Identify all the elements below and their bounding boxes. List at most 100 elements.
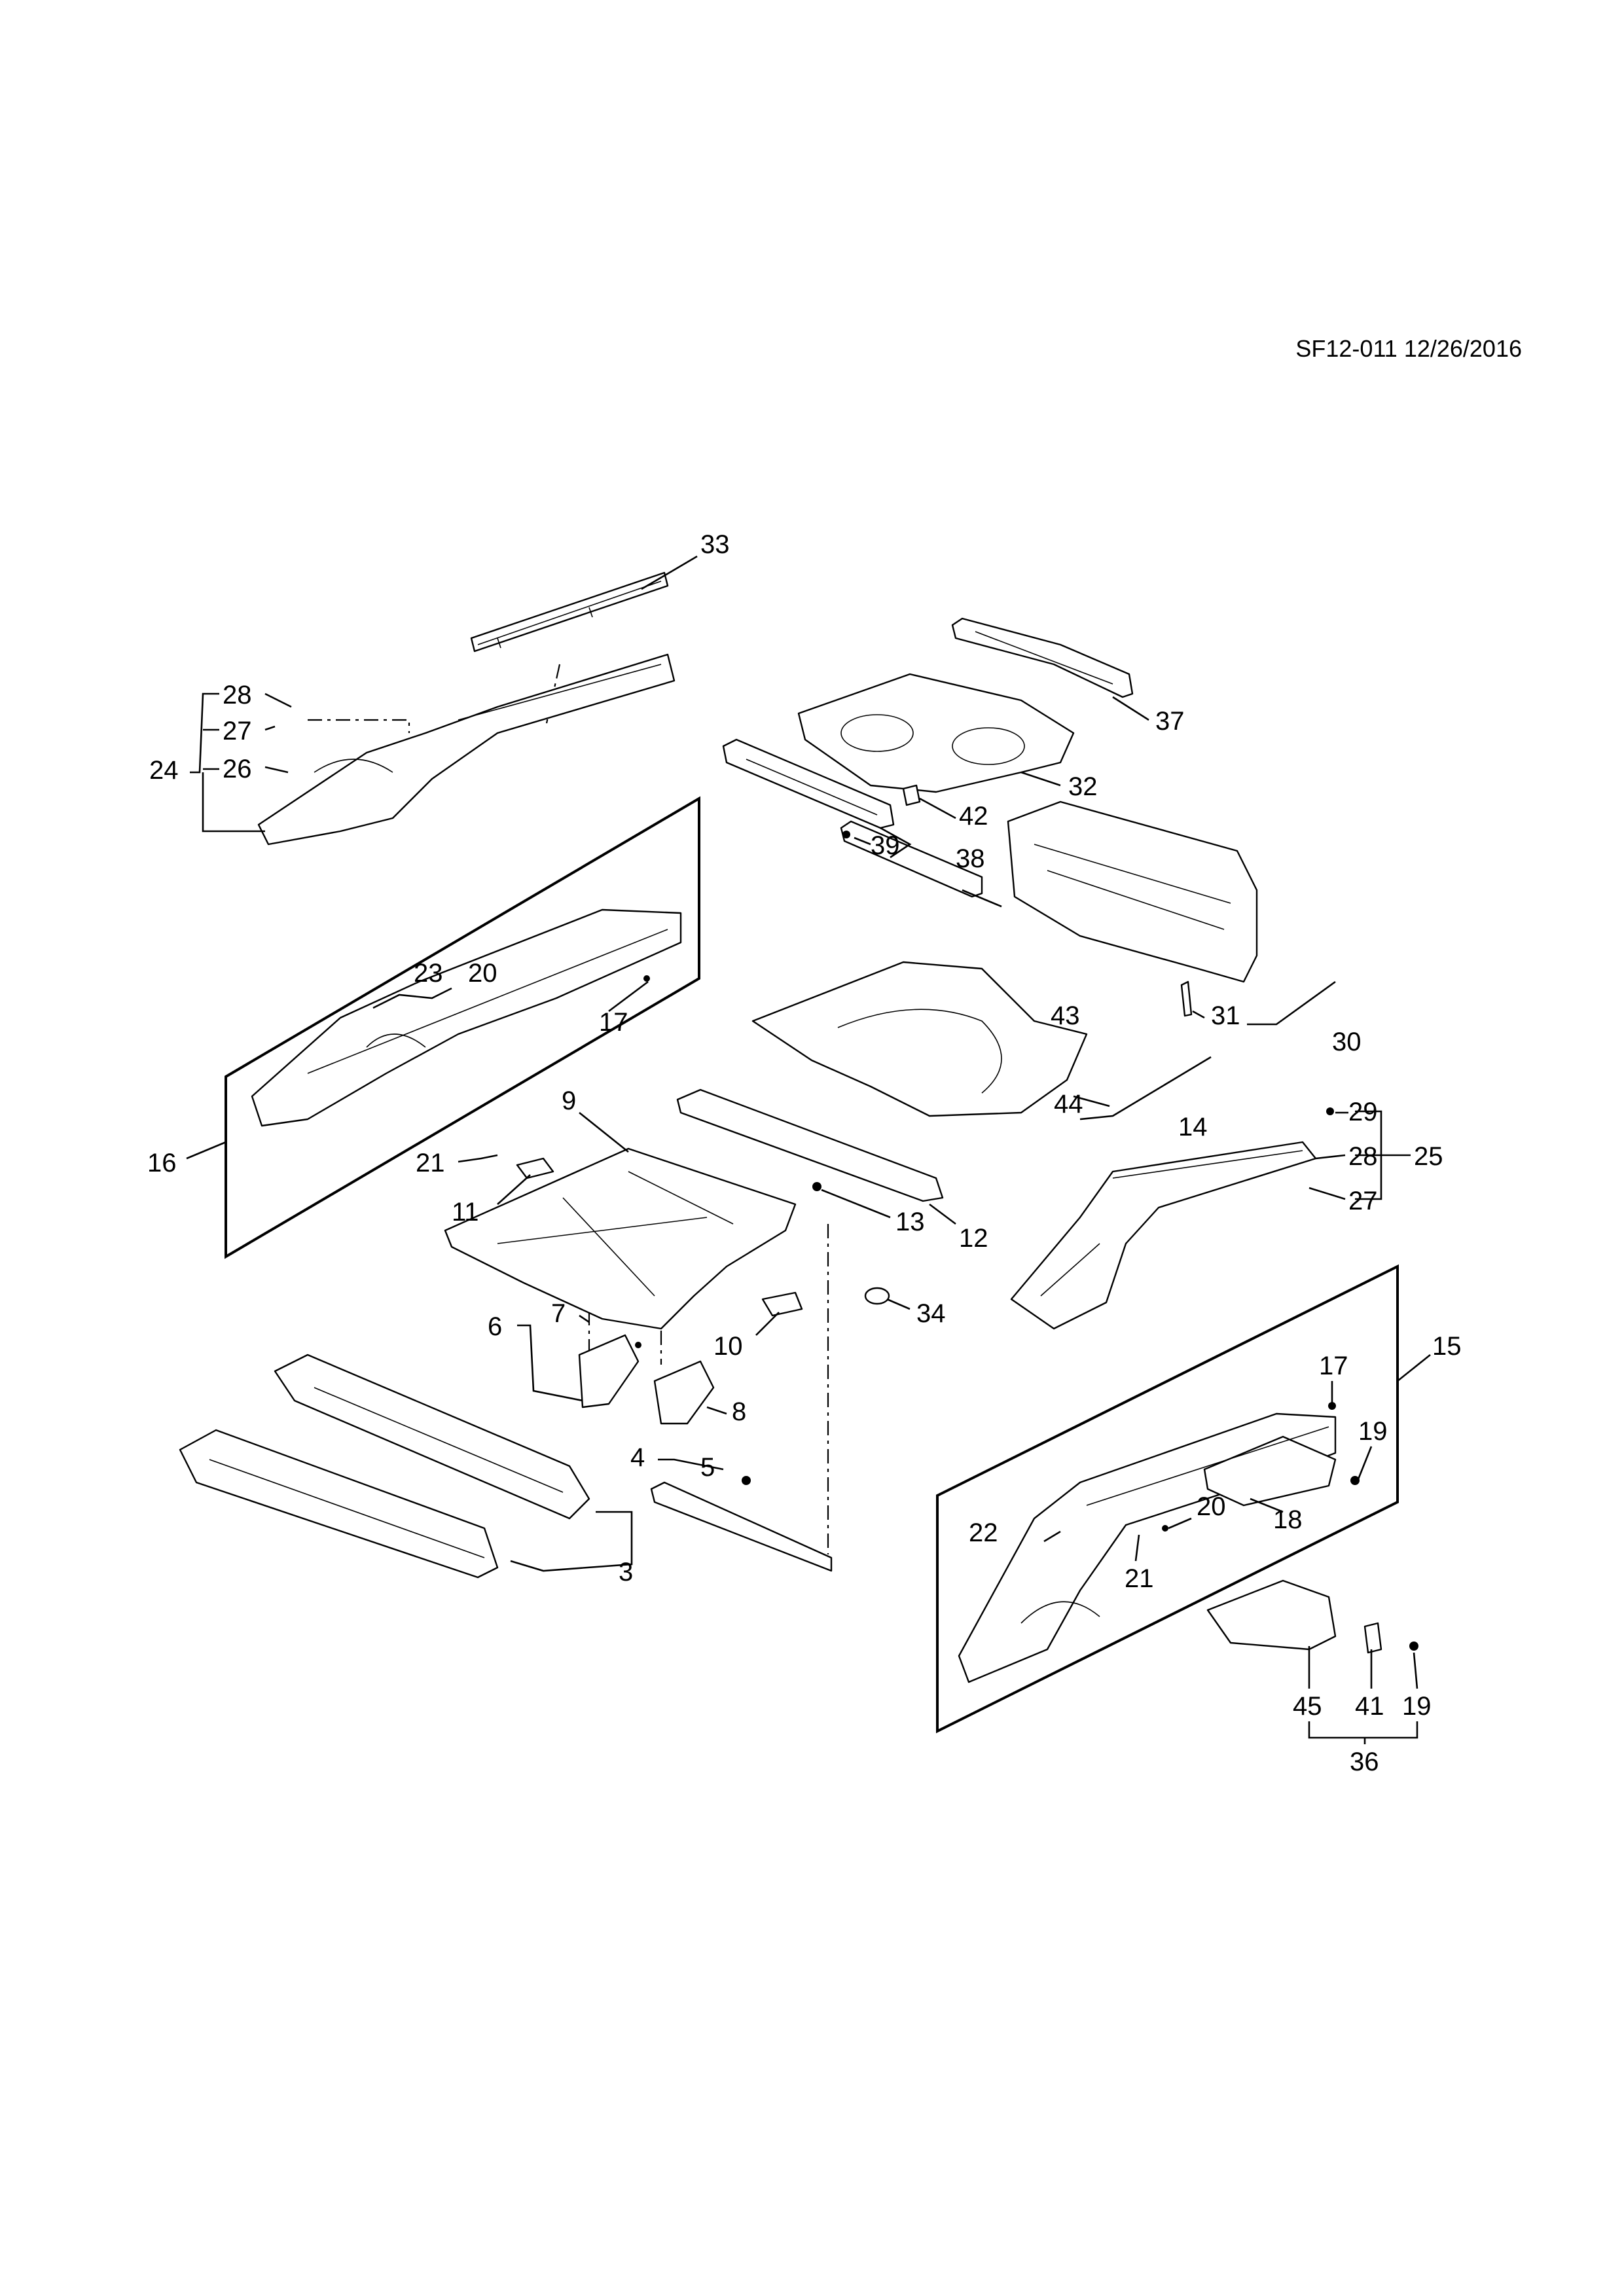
fastener-17a bbox=[643, 975, 650, 982]
leader-7 bbox=[579, 1314, 590, 1323]
leader-44 bbox=[1073, 1095, 1110, 1107]
fastener-39 bbox=[842, 831, 850, 838]
callout-17b: 17 bbox=[1319, 1352, 1348, 1380]
callout-16: 16 bbox=[147, 1149, 177, 1177]
leader-31 bbox=[1192, 1010, 1205, 1019]
part-33-rail bbox=[470, 571, 669, 653]
callout-27b: 27 bbox=[1348, 1187, 1378, 1215]
callout-7: 7 bbox=[551, 1299, 566, 1328]
callout-39: 39 bbox=[871, 831, 900, 860]
callout-14: 14 bbox=[1178, 1113, 1208, 1141]
callout-26: 26 bbox=[223, 755, 252, 783]
part-36-extension-assembly bbox=[1206, 1579, 1382, 1654]
callout-44: 44 bbox=[1054, 1090, 1083, 1119]
leader-26 bbox=[264, 766, 289, 774]
callout-31: 31 bbox=[1211, 1001, 1240, 1030]
part-43-crossmember bbox=[840, 820, 983, 898]
leader-30 bbox=[1247, 980, 1336, 1026]
fastener-29 bbox=[1326, 1107, 1334, 1115]
drawing-reference: SF12-011 12/26/2016 bbox=[1295, 335, 1522, 362]
leader-20b bbox=[1168, 1517, 1192, 1530]
callout-10: 10 bbox=[713, 1332, 743, 1361]
part-30-rear-panel bbox=[1007, 800, 1258, 983]
leader-42 bbox=[919, 797, 956, 819]
leader-39 bbox=[854, 836, 871, 846]
fastener-19a bbox=[1350, 1476, 1360, 1485]
leader-3 bbox=[510, 1511, 633, 1572]
callout-20b: 20 bbox=[1197, 1492, 1226, 1521]
callout-34: 34 bbox=[916, 1299, 946, 1328]
leader-11 bbox=[497, 1174, 531, 1205]
callout-4: 4 bbox=[630, 1443, 645, 1472]
callout-19a: 19 bbox=[1358, 1417, 1388, 1446]
part-9-front-floor-panel bbox=[444, 1147, 797, 1330]
fastener-17b bbox=[1328, 1402, 1336, 1410]
callout-13: 13 bbox=[895, 1208, 925, 1236]
part-37-panel bbox=[951, 617, 1134, 698]
leader-36 bbox=[1308, 1721, 1418, 1744]
leader-12 bbox=[929, 1203, 956, 1225]
leader-16 bbox=[186, 1141, 226, 1160]
callout-22: 22 bbox=[969, 1518, 998, 1547]
leader-9 bbox=[579, 1111, 629, 1153]
part-12-rear-crossmember bbox=[676, 1088, 944, 1202]
part-10-bracket bbox=[761, 1291, 803, 1317]
part-38-reinforcement bbox=[722, 738, 895, 829]
callout-32: 32 bbox=[1068, 772, 1098, 801]
leader-23-20a bbox=[372, 987, 452, 1009]
part-3-crossmember-assembly bbox=[179, 1354, 590, 1579]
leader-8 bbox=[706, 1406, 727, 1415]
part-24-side-rail-assembly bbox=[257, 653, 676, 846]
leader-13 bbox=[821, 1189, 891, 1219]
fastener-5 bbox=[742, 1476, 751, 1485]
leader-33 bbox=[641, 555, 698, 590]
callout-45: 45 bbox=[1293, 1692, 1322, 1721]
leader-24 bbox=[190, 692, 265, 833]
callout-28a: 28 bbox=[223, 681, 252, 709]
leader-22 bbox=[1043, 1530, 1061, 1543]
callout-24: 24 bbox=[149, 756, 179, 785]
callout-18: 18 bbox=[1273, 1505, 1303, 1534]
callout-12: 12 bbox=[959, 1224, 988, 1253]
fastener-13 bbox=[812, 1182, 821, 1191]
callout-37: 37 bbox=[1155, 707, 1185, 736]
leader-27b bbox=[1308, 1187, 1346, 1200]
part-42-clip bbox=[902, 784, 921, 806]
part-15-right-side-member bbox=[958, 1412, 1337, 1683]
callout-21a: 21 bbox=[416, 1149, 445, 1177]
leader-38 bbox=[880, 827, 912, 859]
part-32-rear-floor-panel bbox=[797, 673, 1075, 793]
leader-34 bbox=[886, 1298, 911, 1310]
part-7-bracket bbox=[578, 1334, 640, 1408]
callout-25: 25 bbox=[1414, 1142, 1443, 1171]
leader-4-5 bbox=[658, 1458, 724, 1471]
leader-21a bbox=[458, 1154, 498, 1163]
leader-18 bbox=[1250, 1498, 1284, 1513]
callout-17a: 17 bbox=[599, 1008, 628, 1037]
callout-43: 43 bbox=[1051, 1001, 1080, 1030]
callout-30: 30 bbox=[1332, 1028, 1362, 1056]
callout-42: 42 bbox=[959, 802, 988, 831]
callout-38: 38 bbox=[956, 844, 985, 873]
detail-frame-16 bbox=[225, 796, 700, 1259]
callout-23: 23 bbox=[414, 959, 443, 988]
leader-6 bbox=[517, 1324, 583, 1402]
callout-21b: 21 bbox=[1125, 1564, 1154, 1593]
detail-frame-15 bbox=[936, 1264, 1399, 1734]
leader-37 bbox=[1112, 696, 1149, 721]
callout-27a: 27 bbox=[223, 717, 252, 745]
callout-36: 36 bbox=[1350, 1748, 1379, 1776]
callout-8: 8 bbox=[732, 1397, 746, 1426]
leader-21b bbox=[1134, 1534, 1140, 1562]
fastener-20b bbox=[1162, 1525, 1168, 1532]
part-34-grommet bbox=[864, 1287, 890, 1305]
callout-41: 41 bbox=[1355, 1692, 1384, 1721]
callout-20a: 20 bbox=[468, 959, 497, 988]
callout-11: 11 bbox=[452, 1198, 479, 1227]
leader-32 bbox=[1020, 771, 1061, 787]
part-31-bracket bbox=[1180, 980, 1193, 1017]
fastener-7 bbox=[635, 1342, 641, 1348]
callout-33: 33 bbox=[700, 530, 730, 559]
callout-19b: 19 bbox=[1402, 1692, 1432, 1721]
